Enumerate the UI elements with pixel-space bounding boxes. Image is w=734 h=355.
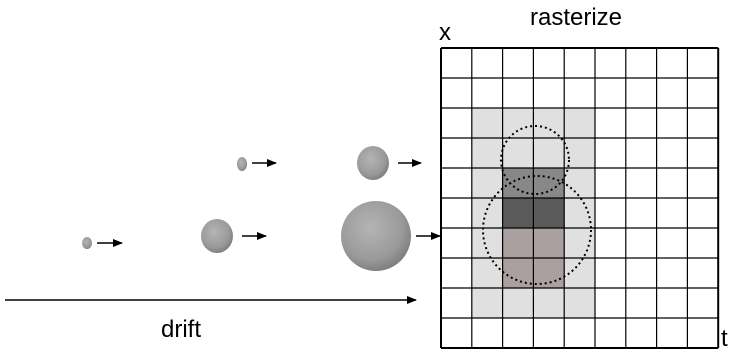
raster-cell-light [502,288,534,318]
raster-cell-medium [533,228,565,258]
raster-cell-light [471,228,503,258]
raster-cell-light [564,138,595,168]
diagram-title: rasterize [530,4,622,31]
dotted-circle-upper [500,125,570,195]
raster-cell-light [564,108,595,138]
particles [82,146,411,271]
particle-medium-high [357,146,389,180]
raster-cell-light [564,168,595,198]
raster-cell-light [471,258,503,288]
raster-cell-light [564,198,595,228]
raster-cell-light [564,228,595,258]
raster-cell-light [502,138,534,168]
raster-cell-light [533,108,565,138]
raster-cell-light [471,288,503,318]
drift-label: drift [161,316,201,343]
raster-cell-gray [502,168,534,198]
raster-cell-medium [502,228,534,258]
particle-small-high [237,157,247,171]
particle-large [341,201,411,271]
dotted-circle-lower [482,175,592,285]
particle-small-low [82,237,92,249]
raster-cell-light [502,108,534,138]
raster-cell-light [564,288,595,318]
raster-cell-light [471,168,503,198]
raster-cell-light [533,288,565,318]
raster-grid [440,47,720,349]
raster-cells [471,108,595,318]
x-axis-label: x [439,19,451,46]
raster-cell-medium [533,258,565,288]
raster-cell-dark [533,198,565,228]
t-axis-label: t [721,325,728,352]
raster-cell-medium [502,258,534,288]
raster-cell-dark [502,198,534,228]
raster-cell-light [471,108,503,138]
raster-cell-light [471,138,503,168]
particle-medium-low [201,219,233,253]
raster-cell-light [533,138,565,168]
motion-arrows [97,159,441,247]
raster-cell-light [471,198,503,228]
